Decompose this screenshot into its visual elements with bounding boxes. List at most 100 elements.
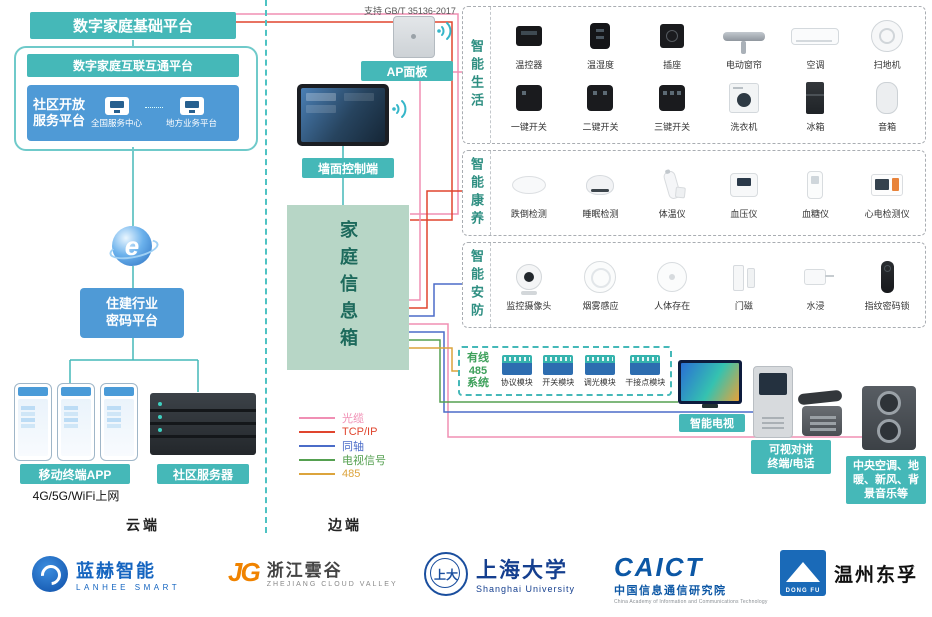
community-title: 社区开放 服务平台	[33, 96, 86, 128]
legend-label: 同轴	[342, 441, 364, 453]
section-label: 智能康养	[463, 151, 491, 235]
interconnect-platform: 数字家庭互联互通平台	[27, 54, 239, 77]
legend-label: 光缆	[342, 413, 364, 425]
module-icon	[584, 354, 615, 375]
business-platform-icon	[179, 97, 204, 115]
thermostat-icon	[515, 17, 542, 55]
module-item: 干接点模块	[625, 354, 666, 388]
lanhee-logo-icon	[32, 556, 68, 592]
device-label: 三键开关	[654, 122, 691, 132]
device-label: 插座	[663, 60, 682, 70]
smart-tv-label: 智能电视	[679, 414, 745, 432]
device-label: 血压仪	[730, 209, 758, 219]
legend-line-swatch	[299, 473, 335, 475]
device-washer: 洗衣机	[708, 79, 780, 133]
device-label: 门磁	[734, 301, 753, 311]
legend-item: 同轴	[299, 439, 386, 453]
platform-group-outline	[14, 46, 258, 151]
community-server-image	[150, 393, 256, 455]
smart-tv-image	[678, 360, 742, 408]
socket-icon	[660, 17, 685, 55]
module-icon	[630, 354, 661, 375]
device-grid: 跌倒检测睡眠检测体温仪血压仪血糖仪心电检测仪	[491, 151, 925, 235]
device-label: 二键开关	[582, 122, 619, 132]
cloud-valley-logo-icon: JG	[228, 556, 261, 587]
device-label: 一键开关	[510, 122, 547, 132]
home-information-box: 家庭信息箱	[287, 205, 409, 370]
device-label: 血糖仪	[801, 209, 829, 219]
wired-485-system: 有线 485 系统 协议模块开关模块调光模块干接点模块	[458, 346, 672, 396]
device-curtain-motor: 电动窗帘	[708, 17, 780, 71]
legend-label: 电视信号	[342, 455, 386, 467]
robot-vacuum-icon	[871, 17, 904, 55]
device-label: 音箱	[878, 122, 897, 132]
legend-label: TCP/IP	[342, 426, 378, 438]
device-door-sensor: 门磁	[708, 258, 780, 312]
device-smart-lock: 指纹密码锁	[851, 258, 923, 312]
device-label: 指纹密码锁	[864, 301, 910, 311]
home-information-box-label: 家庭信息箱	[338, 220, 358, 355]
device-label: 睡眠检测	[582, 209, 619, 219]
ecg-monitor-icon	[871, 166, 904, 204]
intercom-label: 可视对讲 终端/电话	[751, 440, 831, 474]
telephone-image	[797, 389, 844, 436]
video-intercom-image	[753, 366, 793, 438]
smoke-sensor-icon	[584, 258, 617, 296]
section-label: 智能生活	[463, 7, 491, 143]
dotted-connector	[145, 106, 164, 108]
legend-label: 485	[342, 468, 361, 480]
wall-control-label: 墙面控制端	[302, 158, 394, 178]
section-smart-security: 智能安防 监控摄像头烟雾感应人体存在门磁水浸指纹密码锁	[462, 242, 926, 328]
device-smoke-sensor: 烟雾感应	[565, 258, 637, 312]
device-bp-monitor: 血压仪	[708, 166, 780, 220]
module-label: 开关模块	[542, 377, 575, 387]
temp-humidity-icon	[590, 17, 611, 55]
device-label: 电动窗帘	[725, 60, 762, 70]
module-icon	[501, 354, 532, 375]
module-label: 干接点模块	[625, 377, 666, 387]
curtain-motor-icon	[722, 17, 765, 55]
switch-2-icon	[587, 79, 614, 117]
device-switch-2: 二键开关	[565, 79, 637, 133]
hvac-unit-image	[862, 386, 916, 450]
water-sensor-icon	[804, 258, 835, 296]
device-thermostat: 温控器	[493, 17, 565, 71]
logo-caict: CAICT 中国信息通信研究院 China Academy of Informa…	[614, 552, 768, 605]
module-icon	[543, 354, 574, 375]
device-grid: 温控器 温湿度插座 电动窗帘 空调 扫地机一键开关 二键开关 三键开关 洗衣机 冰箱 音箱	[491, 7, 925, 143]
legend-item: 光缆	[299, 411, 386, 425]
device-label: 空调	[806, 60, 825, 70]
device-thermometer: 体温仪	[636, 166, 708, 220]
device-label: 监控摄像头	[506, 301, 552, 311]
glucose-meter-icon	[807, 166, 824, 204]
wifi-icon	[437, 22, 452, 40]
phone-mockup	[14, 383, 52, 461]
local-business-platform: 地方业务平台	[166, 97, 217, 129]
sleep-monitor-icon	[586, 166, 615, 204]
device-label: 洗衣机	[730, 122, 758, 132]
device-label: 体温仪	[658, 209, 686, 219]
device-label: 温控器	[515, 60, 543, 70]
device-temp-humidity: 温湿度	[565, 17, 637, 71]
mobile-app-label: 移动终端APP	[20, 464, 130, 484]
logo-dongfu: DONG FU 温州东孚	[780, 550, 918, 596]
community-open-service-platform: 社区开放 服务平台 全国服务中心 地方业务平台	[27, 85, 239, 141]
device-speaker: 音箱	[851, 79, 923, 133]
logo-zhejiang-cloud-valley: JG 浙江雲谷 ZHEJIANG CLOUD VALLEY	[228, 556, 398, 589]
main-platform-title: 数字家庭基础平台	[30, 12, 236, 39]
cloud-edge-divider	[265, 0, 267, 533]
camera-icon	[515, 258, 542, 296]
device-label: 冰箱	[806, 122, 825, 132]
device-label: 扫地机	[873, 60, 901, 70]
switch-1-icon	[515, 79, 542, 117]
phone-mockup	[100, 383, 138, 461]
module-item: 开关模块	[542, 354, 575, 388]
wall-control-panel-image	[297, 84, 389, 146]
switch-3-icon	[659, 79, 686, 117]
shu-seal-icon: 上大	[424, 552, 468, 596]
device-switch-3: 三键开关	[636, 79, 708, 133]
cloud-zone-label: 云端	[126, 517, 160, 533]
presence-sensor-icon	[657, 258, 688, 296]
device-water-sensor: 水浸	[780, 258, 852, 312]
